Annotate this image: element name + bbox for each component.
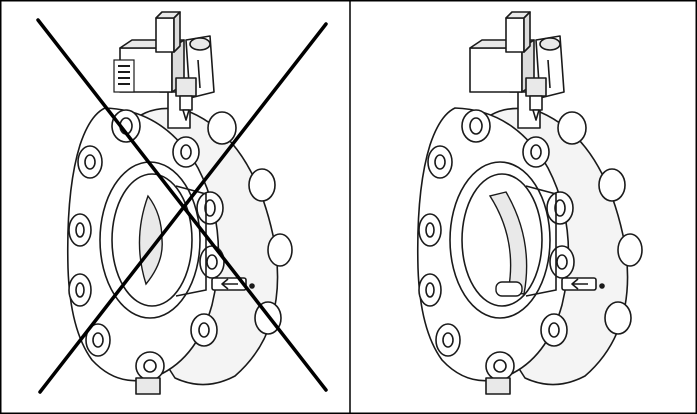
cross-out-icon	[36, 18, 328, 394]
butterfly-valve-icon	[416, 11, 643, 395]
butterfly-valve-icon	[66, 11, 293, 395]
panel-correct	[416, 11, 643, 395]
panel-incorrect	[36, 11, 328, 395]
